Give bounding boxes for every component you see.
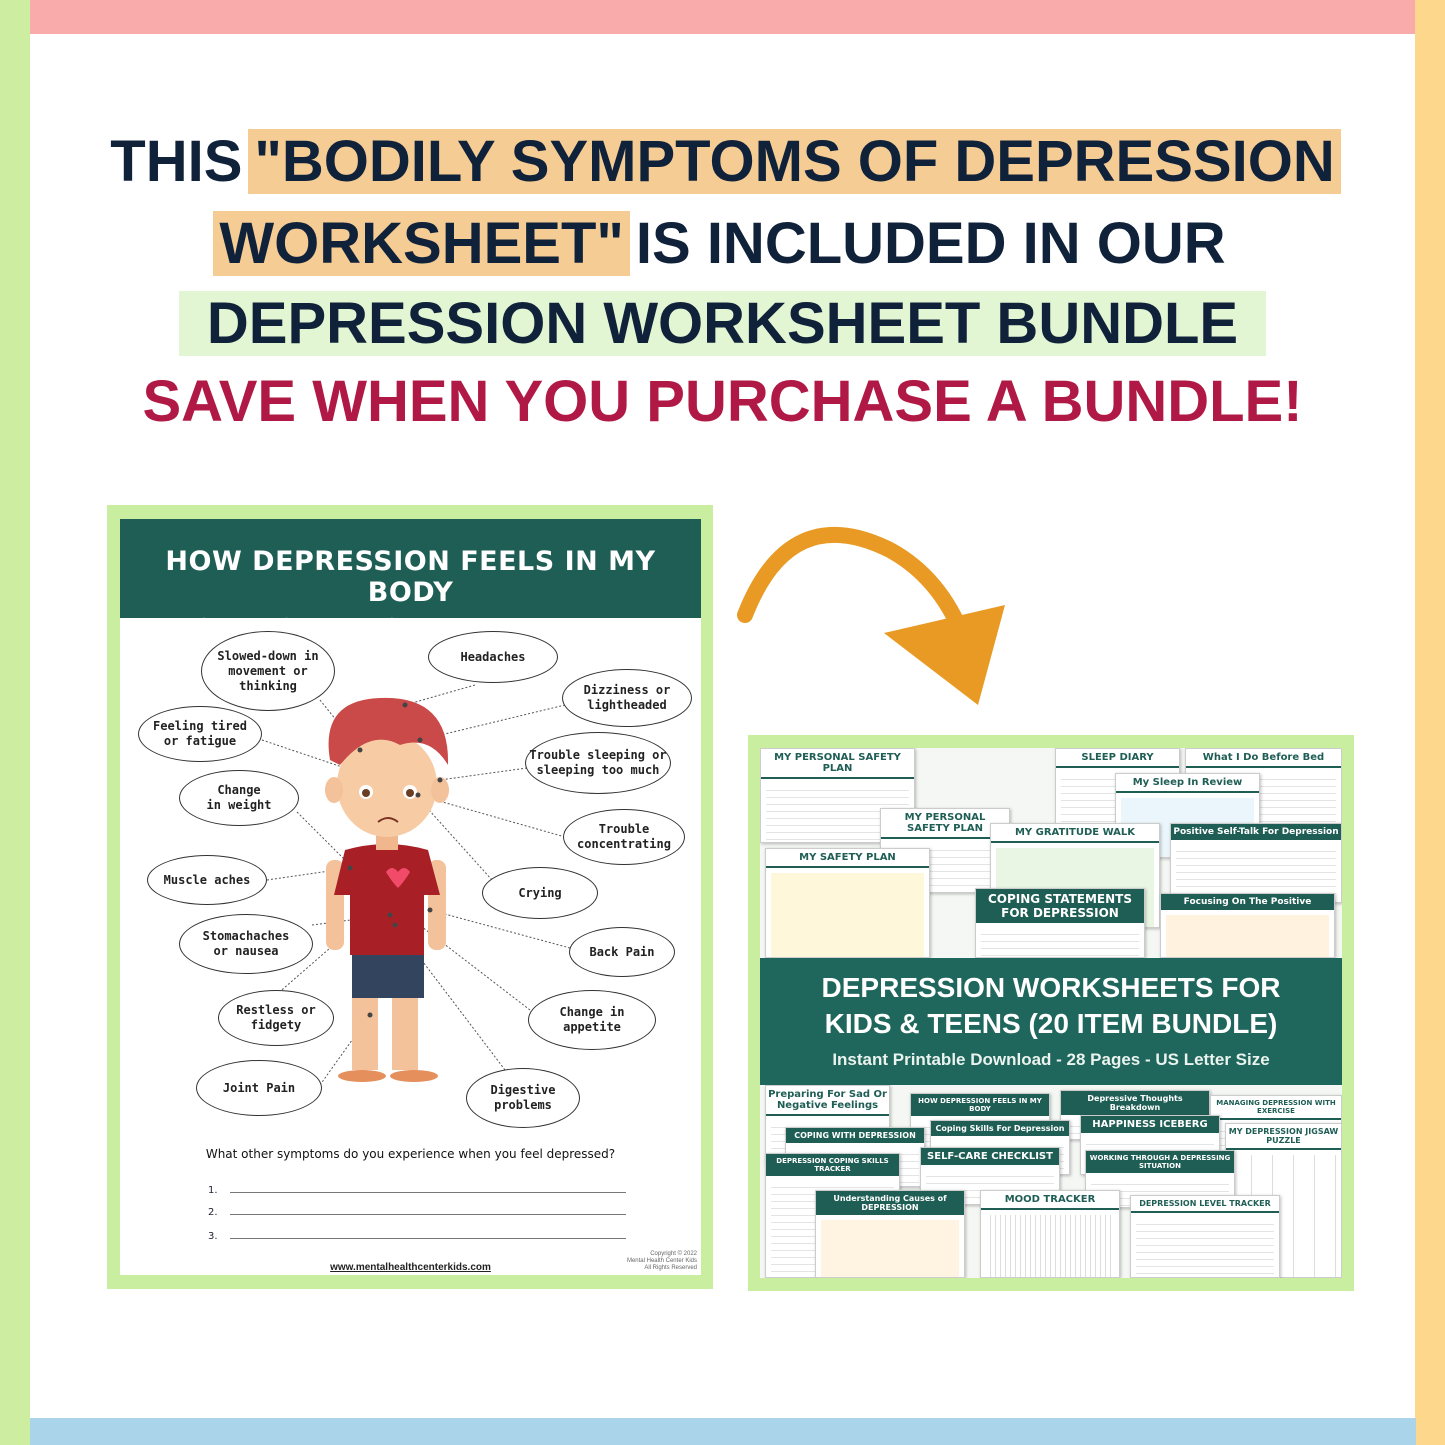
- thumbnail-title: MY DEPRESSION JIGSAW PUZZLE: [1226, 1124, 1341, 1150]
- bundle-collage-bottom: Preparing For Sad Or Negative Feelings H…: [760, 1085, 1342, 1278]
- thumbnail-title: Preparing For Sad Or Negative Feelings: [766, 1086, 889, 1116]
- thumbnail-title: HOW DEPRESSION FEELS IN MY BODY: [911, 1094, 1049, 1116]
- worksheet-thumbnail: MOOD TRACKER: [980, 1190, 1120, 1278]
- arrow-icon: [737, 527, 1005, 705]
- worksheet-question: What other symptoms do you experience wh…: [205, 1147, 616, 1161]
- right-color-bar: [1415, 0, 1445, 1445]
- answer-line: 1.: [208, 1185, 626, 1196]
- symptom-bubble: Slowed-down in movement or thinking: [201, 631, 335, 711]
- thumbnail-title: MY PERSONAL SAFETY PLAN: [761, 749, 914, 779]
- bundle-collage-top: MY PERSONAL SAFETY PLAN MY PERSONAL SAFE…: [760, 748, 1342, 958]
- headline-line-1: THIS"BODILY SYMPTOMS OF DEPRESSION: [0, 128, 1445, 195]
- headline-highlight: WORKSHEET": [213, 211, 630, 276]
- left-color-bar: [0, 0, 30, 1445]
- worksheet-header: HOW DEPRESSION FEELS IN MY BODY Color in…: [120, 519, 701, 631]
- thumbnail-title: Understanding Causes of DEPRESSION: [816, 1191, 964, 1215]
- copyright: Copyright © 2022 Mental Health Center Ki…: [626, 1251, 697, 1271]
- worksheet-thumbnail: DEPRESSION LEVEL TRACKER: [1130, 1195, 1280, 1278]
- worksheet-title: HOW DEPRESSION FEELS IN MY BODY: [165, 546, 656, 608]
- headline-line-3: DEPRESSION WORKSHEET BUNDLE: [0, 290, 1445, 357]
- thumbnail-title: SELF-CARE CHECKLIST: [921, 1148, 1059, 1165]
- answer-number: 3.: [208, 1231, 218, 1242]
- headline-highlight: "BODILY SYMPTOMS OF DEPRESSION: [248, 129, 1341, 194]
- symptom-bubble: Joint Pain: [196, 1060, 322, 1116]
- thumbnail-title: MY SAFETY PLAN: [766, 849, 929, 868]
- worksheet-thumbnail: Understanding Causes of DEPRESSION: [815, 1190, 965, 1278]
- top-color-bar: [0, 0, 1416, 34]
- symptom-bubble: Back Pain: [569, 927, 675, 977]
- symptom-bubble: Restless or fidgety: [218, 990, 334, 1046]
- thumbnail-title: Positive Self-Talk For Depression: [1171, 824, 1341, 840]
- headline-highlight: DEPRESSION WORKSHEET BUNDLE: [178, 291, 1267, 356]
- bundle-preview: MY PERSONAL SAFETY PLAN MY PERSONAL SAFE…: [748, 735, 1354, 1291]
- bundle-subtitle: Instant Printable Download - 28 Pages - …: [832, 1050, 1270, 1069]
- thumbnail-title: MY PERSONAL SAFETY PLAN: [881, 809, 1009, 839]
- thumbnail-title: WORKING THROUGH A DEPRESSING SITUATION: [1086, 1151, 1234, 1173]
- headline-text: THIS: [110, 129, 243, 194]
- worksheet-thumbnail: MY PERSONAL SAFETY PLAN: [760, 748, 915, 843]
- bundle-title: DEPRESSION WORKSHEETS FOR KIDS & TEENS (…: [821, 972, 1281, 1039]
- answer-number: 2.: [208, 1207, 218, 1218]
- symptom-bubble: Feeling tired or fatigue: [138, 706, 262, 762]
- thumbnail-title: SLEEP DIARY: [1056, 749, 1179, 768]
- website-url: www.mentalhealthcenterkids.com: [330, 1262, 491, 1273]
- symptom-bubble: Dizziness or lightheaded: [562, 669, 692, 727]
- thumbnail-title: Depressive Thoughts Breakdown: [1061, 1091, 1209, 1115]
- symptom-bubble: Muscle aches: [147, 855, 267, 905]
- worksheet-preview: HOW DEPRESSION FEELS IN MY BODY Color in…: [107, 505, 713, 1289]
- thumbnail-title: DEPRESSION LEVEL TRACKER: [1131, 1196, 1279, 1213]
- thumbnail-title: HAPPINESS ICEBERG: [1081, 1116, 1219, 1133]
- thumbnail-title: MANAGING DEPRESSION WITH EXERCISE: [1211, 1096, 1341, 1120]
- thumbnail-title: My Sleep In Review: [1116, 774, 1259, 793]
- symptom-bubble: Change in appetite: [528, 990, 656, 1050]
- headline-text: IS INCLUDED IN OUR: [635, 211, 1226, 276]
- worksheet-thumbnail: COPING STATEMENTS FOR DEPRESSION: [975, 888, 1145, 958]
- symptom-bubble: Digestive problems: [466, 1068, 580, 1128]
- save-callout: SAVE WHEN YOU PURCHASE A BUNDLE!: [142, 369, 1303, 434]
- answer-line: 2.: [208, 1207, 626, 1218]
- headline-line-2: WORKSHEET"IS INCLUDED IN OUR: [0, 210, 1445, 277]
- symptom-bubble: Headaches: [428, 631, 558, 683]
- symptom-bubble: Trouble sleeping or sleeping too much: [525, 732, 671, 794]
- thumbnail-title: Coping Skills For Depression: [931, 1121, 1069, 1136]
- symptom-bubble: Change in weight: [179, 770, 299, 826]
- answer-line: 3.: [208, 1231, 626, 1242]
- thumbnail-title: COPING STATEMENTS FOR DEPRESSION: [976, 889, 1144, 923]
- worksheet-thumbnail: Focusing On The Positive: [1160, 893, 1335, 958]
- worksheet-thumbnail: Positive Self-Talk For Depression: [1170, 823, 1342, 903]
- worksheet-thumbnail: MY SAFETY PLAN: [765, 848, 930, 958]
- worksheet-page: HOW DEPRESSION FEELS IN MY BODY Color in…: [120, 519, 701, 1275]
- symptom-bubble: Crying: [482, 867, 598, 919]
- thumbnail-title: MOOD TRACKER: [981, 1191, 1119, 1210]
- thumbnail-title: What I Do Before Bed: [1186, 749, 1341, 768]
- thumbnail-title: Focusing On The Positive: [1161, 894, 1334, 910]
- thumbnail-title: DEPRESSION COPING SKILLS TRACKER: [766, 1154, 899, 1176]
- thumbnail-title: MY GRATITUDE WALK: [991, 824, 1159, 843]
- worksheet-subtitle: Color in the feelings you have in your b…: [154, 616, 667, 631]
- thumbnail-title: COPING WITH DEPRESSION: [786, 1128, 924, 1143]
- answer-number: 1.: [208, 1185, 218, 1196]
- symptom-bubble: Stomachaches or nausea: [179, 914, 313, 974]
- bottom-color-bar: [30, 1418, 1416, 1445]
- symptom-bubble: Trouble concentrating: [563, 809, 685, 865]
- bundle-banner: DEPRESSION WORKSHEETS FOR KIDS & TEENS (…: [760, 958, 1342, 1085]
